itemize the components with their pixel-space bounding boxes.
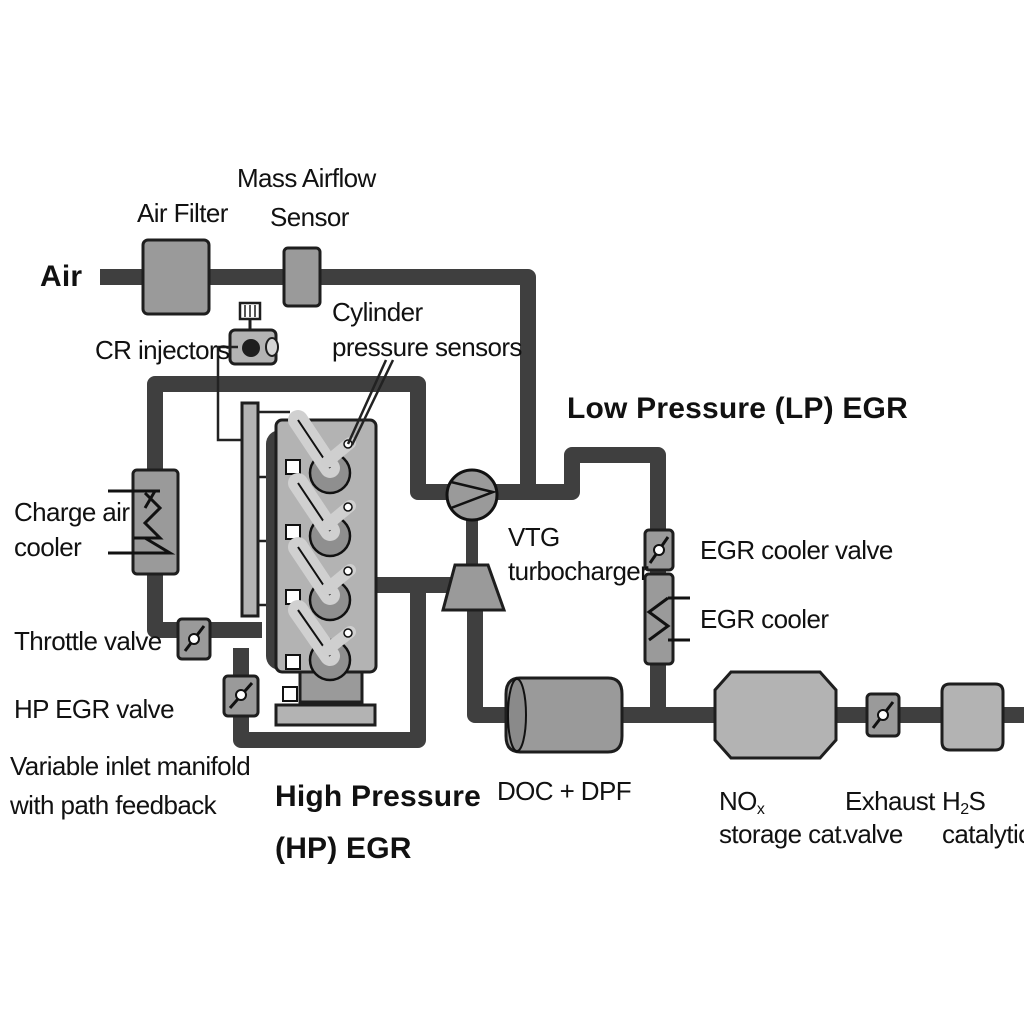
label-vtg-line1: VTG <box>508 522 560 552</box>
label-charge-line1: Charge air <box>14 497 130 527</box>
label-nox-main: NO <box>719 786 757 816</box>
cr-injector-icon <box>228 301 279 366</box>
label-cylinder-line2: pressure sensors <box>332 332 522 362</box>
label-h2s-b: S <box>969 786 986 816</box>
h2s-catalyst <box>940 682 1005 752</box>
label-maf-line2: Sensor <box>270 202 350 232</box>
air-filter <box>141 238 211 316</box>
fuel-rail <box>240 401 260 618</box>
label-exhaust-line1: Exhaust <box>845 786 936 816</box>
label-throttle-valve: Throttle valve <box>14 626 162 656</box>
label-cr-injectors: CR injectors <box>95 335 230 365</box>
label-doc-dpf: DOC + DPF <box>497 776 631 806</box>
exhaust-valve-icon <box>865 692 901 738</box>
cylinders <box>282 410 356 702</box>
label-maf-line1: Mass Airflow <box>237 163 377 193</box>
egr-cooler-valve-icon <box>643 528 675 572</box>
engine-base <box>274 703 377 727</box>
label-vim-line1: Variable inlet manifold <box>10 751 250 781</box>
cylinder-4 <box>282 600 356 702</box>
nox-storage-catalyst <box>713 670 838 760</box>
hp-egr-valve-icon <box>222 674 260 718</box>
label-h2s-sub: 2 <box>960 801 969 818</box>
label-exhaust-line2: valve <box>845 819 903 849</box>
mass-airflow-sensor <box>282 246 322 308</box>
labels: Air Air Filter Mass Airflow Sensor CR in… <box>9 163 1024 865</box>
cylinder-3 <box>285 537 356 622</box>
label-h2s-a: H <box>942 786 960 816</box>
label-lp-egr: Low Pressure (LP) EGR <box>567 392 908 425</box>
label-cylinder-line1: Cylinder <box>332 297 424 327</box>
label-h2s-line1: H2S <box>942 786 986 818</box>
label-nox-sub: x <box>757 801 765 818</box>
cylinder-2 <box>285 473 356 558</box>
charge-air-cooler <box>108 468 180 576</box>
label-hp-line1: High Pressure <box>275 780 481 813</box>
label-vtg-line2: turbocharger <box>508 556 649 586</box>
vtg-turbocharger-icon <box>441 468 507 612</box>
label-vim-line2: with path feedback <box>9 790 218 820</box>
label-hp-egr-valve: HP EGR valve <box>14 694 174 724</box>
label-h2s-line2: catalytic <box>942 819 1024 849</box>
throttle-valve-icon <box>176 617 212 661</box>
label-egr-cooler-valve: EGR cooler valve <box>700 535 893 565</box>
label-charge-line2: cooler <box>14 532 82 562</box>
label-nox-line2: storage cat. <box>719 819 848 849</box>
doc-dpf-canister <box>504 676 624 754</box>
label-air: Air <box>40 260 82 293</box>
label-air-filter: Air Filter <box>137 198 229 228</box>
egr-cooler-icon <box>643 572 690 666</box>
turbine-outlet-pipe <box>467 600 1024 723</box>
label-nox-line1: NOx <box>719 786 765 818</box>
label-egr-cooler: EGR cooler <box>700 604 829 634</box>
label-hp-line2: (HP) EGR <box>275 832 412 865</box>
injector-wire <box>216 345 243 442</box>
intake-loop-pipe <box>147 376 455 638</box>
sensor-leader-lines <box>346 359 395 446</box>
